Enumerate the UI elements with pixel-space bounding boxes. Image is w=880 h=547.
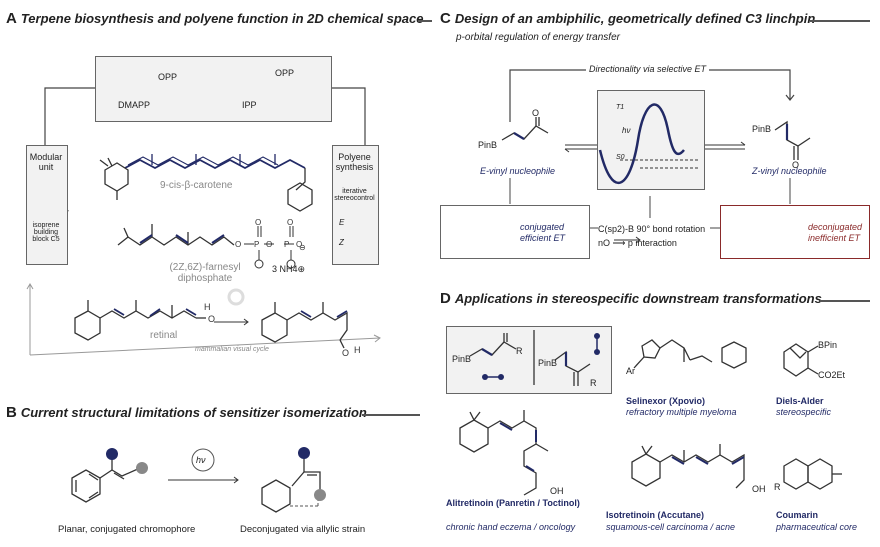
ipp-label: IPP xyxy=(242,100,257,110)
conjugated-box xyxy=(440,205,590,259)
n-to-p-label: nO ⟶ p interaction xyxy=(598,238,677,248)
hv-label-b: hν xyxy=(196,455,206,465)
dmapp-label: DMAPP xyxy=(118,100,151,110)
planar-caption: Planar, conjugated chromophore xyxy=(58,524,196,535)
selinexor-use: refractory multiple myeloma xyxy=(626,407,737,417)
polyene-box xyxy=(332,145,379,265)
alitretinoin-use: chronic hand eczema / oncology xyxy=(446,522,576,532)
ammonium-label: 3 NH4⊕ xyxy=(272,264,306,274)
conjugated-label: conjugated efficient ET xyxy=(520,222,566,243)
svg-text:H: H xyxy=(204,302,211,312)
svg-text:P: P xyxy=(254,240,259,249)
bpin-label: BPin xyxy=(818,340,838,350)
opp-label-1: OPP xyxy=(158,72,178,82)
panel-c-rule xyxy=(810,20,870,22)
hv-label-c: hν xyxy=(622,126,631,135)
deconjugated-box xyxy=(720,205,870,259)
selinexor-name: Selinexor (Xpovio) xyxy=(626,396,706,406)
pinb-box-2: PinB xyxy=(538,358,558,368)
e-label: E xyxy=(339,218,345,227)
panel-a-rule xyxy=(418,20,432,22)
o-left: O xyxy=(532,108,540,118)
s0-label: S0 xyxy=(616,154,625,161)
isotretinoin-use: squamous-cell carcinoma / acne xyxy=(606,522,736,532)
alitretinoin-name: Alitretinoin (Panretin / Toctinol) xyxy=(446,498,580,508)
svg-text:O: O xyxy=(235,240,241,249)
o-right: O xyxy=(792,160,800,170)
panel-c-subtitle: p-orbital regulation of energy transfer xyxy=(456,32,620,43)
svg-text:O: O xyxy=(208,314,215,324)
oh-label-2: OH xyxy=(752,484,766,494)
svg-text:⊖: ⊖ xyxy=(299,243,306,252)
opp-label-2: OPP xyxy=(275,68,295,78)
svg-text:P: P xyxy=(284,240,289,249)
diels-alder-use: stereospecific xyxy=(776,407,832,417)
panel-d-rule xyxy=(820,300,870,302)
modular-unit-box xyxy=(26,145,68,265)
carotene-label: 9-cis-β-carotene xyxy=(160,180,233,191)
t1-label: T1 xyxy=(616,104,625,111)
co2et-label: CO2Et xyxy=(818,370,846,380)
svg-text:O: O xyxy=(255,218,261,227)
e-vinyl-label: E-vinyl nucleophile xyxy=(480,166,556,176)
svg-text:O: O xyxy=(287,218,293,227)
dmapp-ipp-box xyxy=(95,56,332,122)
diels-alder-name: Diels-Alder xyxy=(776,396,824,406)
svg-text:O: O xyxy=(296,240,302,249)
bond-rotation-label: C(sp2)-B 90° bond rotation xyxy=(598,224,706,234)
polyene-caption: iterative stereocontrol xyxy=(334,188,375,202)
oh-label-1: OH xyxy=(550,486,564,496)
polyene-title: Polyene synthesis xyxy=(335,152,374,172)
svg-text:O: O xyxy=(266,240,272,249)
modular-unit-title: Modular unit xyxy=(29,152,63,172)
coumarin-name: Coumarin xyxy=(776,510,819,520)
svg-text:H: H xyxy=(354,345,361,355)
isotretinoin-name: Isotretinoin (Accutane) xyxy=(606,510,705,520)
modular-unit-caption: isoprene building block C5 xyxy=(32,222,60,243)
directionality-label: Directionality via selective ET xyxy=(586,64,710,74)
deconjugated-label: deconjugated inefficient ET xyxy=(808,222,863,243)
svg-text:O: O xyxy=(342,348,349,358)
r-box-2: R xyxy=(590,378,597,388)
pinb-box-1: PinB xyxy=(452,354,472,364)
pinb-left: PinB xyxy=(478,140,498,150)
visual-cycle-label: mammalian visual cycle xyxy=(195,346,269,353)
retinal-label: retinal xyxy=(150,330,178,341)
z-label: Z xyxy=(339,238,344,247)
building-block-box xyxy=(446,326,612,394)
deconjugated-caption: Deconjugated via allylic strain xyxy=(240,524,366,535)
ar-label: Ar xyxy=(626,366,635,376)
panel-b-rule xyxy=(362,414,420,416)
r-coumarin: R xyxy=(774,482,781,492)
pinb-right: PinB xyxy=(752,124,772,134)
r-box-1: R xyxy=(516,346,523,356)
coumarin-use: pharmaceutical core xyxy=(776,522,858,532)
z-vinyl-label: Z-vinyl nucleophile xyxy=(752,166,827,176)
farnesyl-label: (2Z,6Z)-farnesyl diphosphate xyxy=(169,262,241,284)
